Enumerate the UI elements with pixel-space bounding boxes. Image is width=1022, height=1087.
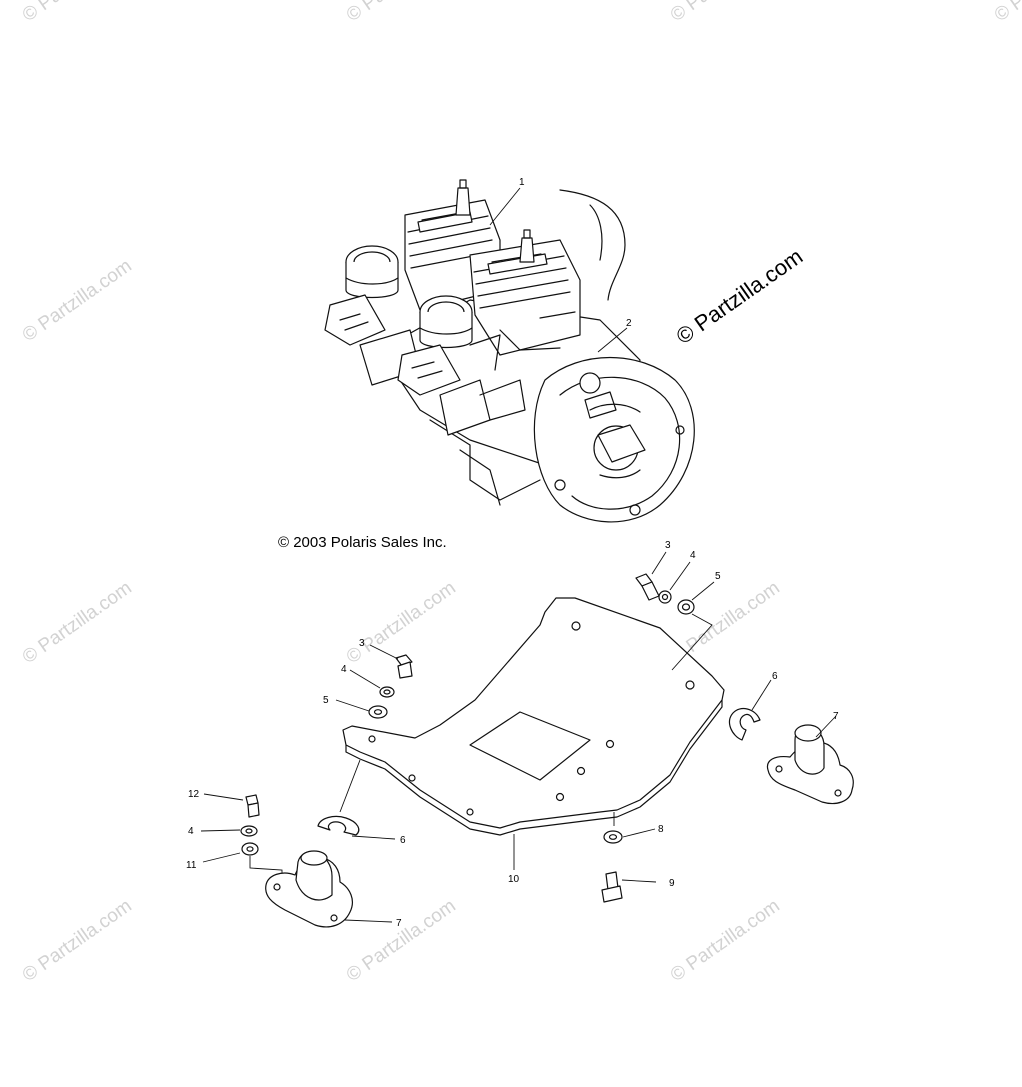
callout-bolt-lower: 9 bbox=[669, 878, 675, 889]
right-clip-and-mount: 6 7 bbox=[729, 671, 854, 805]
callout-flat-washer-upper-right: 5 bbox=[715, 571, 721, 582]
callout-bolt-upper-right: 3 bbox=[665, 540, 671, 551]
callout-spacer-left: 11 bbox=[186, 860, 197, 871]
callout-bolt-left: 12 bbox=[188, 789, 200, 800]
watermark: © Partzilla.com bbox=[19, 577, 136, 668]
callout-bolt-upper-left: 3 bbox=[359, 638, 365, 649]
callout-mount-left: 7 bbox=[396, 918, 402, 929]
watermark: © Partzilla.com bbox=[19, 895, 136, 986]
callout-flat-washer-upper-left: 5 bbox=[323, 695, 329, 706]
mounting-plate: 10 bbox=[342, 597, 725, 885]
watermark: © Partzilla.com bbox=[19, 0, 136, 26]
callout-clip-right: 6 bbox=[772, 671, 778, 682]
left-hardware: 12 4 11 6 7 bbox=[186, 759, 406, 929]
callout-engine-housing: 2 bbox=[626, 318, 632, 329]
watermark-prominent: © Partzilla.com bbox=[672, 244, 808, 350]
callout-clip-left: 6 bbox=[400, 835, 406, 846]
copyright-notice: © 2003 Polaris Sales Inc. bbox=[278, 534, 447, 551]
watermark: © Partzilla.com bbox=[667, 0, 784, 26]
callout-washer-left: 4 bbox=[188, 826, 194, 837]
callout-washer-upper-right: 4 bbox=[690, 550, 696, 561]
callout-washer-upper-left: 4 bbox=[341, 664, 347, 675]
upper-right-hardware: 3 4 5 bbox=[635, 540, 721, 671]
lower-hardware: 8 9 bbox=[601, 812, 675, 903]
watermark: © Partzilla.com bbox=[991, 0, 1022, 26]
watermark: © Partzilla.com bbox=[343, 0, 460, 26]
upper-left-hardware: 3 4 5 bbox=[323, 638, 413, 719]
watermark: © Partzilla.com bbox=[343, 577, 460, 668]
callout-engine: 1 bbox=[519, 177, 525, 188]
watermark: © Partzilla.com bbox=[343, 895, 460, 986]
engine-illustration: 1 2 bbox=[324, 177, 695, 523]
callout-washer-lower: 8 bbox=[658, 824, 664, 835]
watermark: © Partzilla.com bbox=[19, 255, 136, 346]
callout-mount-right: 7 bbox=[833, 711, 839, 722]
watermark: © Partzilla.com bbox=[667, 895, 784, 986]
callout-mounting-plate: 10 bbox=[508, 874, 520, 885]
watermark-layer: © Partzilla.com © Partzilla.com © Partzi… bbox=[19, 0, 1022, 986]
